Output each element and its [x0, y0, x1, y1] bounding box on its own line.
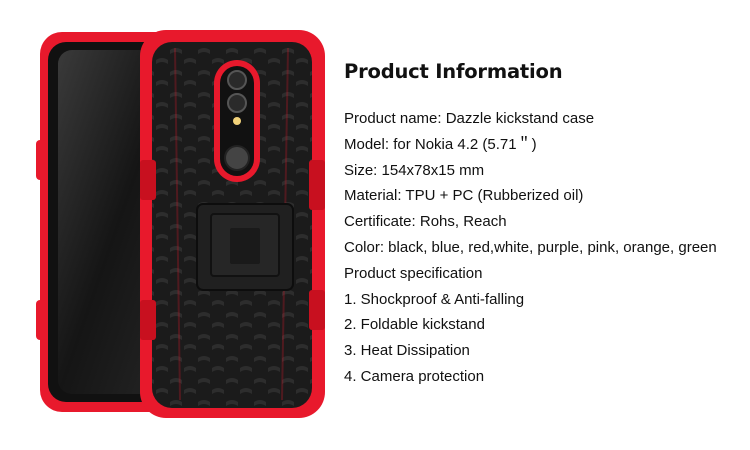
spec-line-specification-heading: Product specification [344, 264, 483, 282]
spec-line-material: Material: TPU + PC (Rubberized oil) [344, 187, 584, 205]
spec-line-kickstand: 2. Foldable kickstand [344, 316, 485, 334]
spec-line-model: Model: for Nokia 4.2 (5.71＂) [344, 135, 537, 153]
product-photo [0, 0, 340, 450]
case-back [140, 30, 325, 418]
spec-line-camera-protection: 4. Camera protection [344, 367, 485, 385]
spec-line-heat-dissipation: 3. Heat Dissipation [344, 342, 470, 360]
spec-line-product-name: Product name: Dazzle kickstand case [344, 110, 595, 127]
product-info-panel: Product Information Product name: Dazzle… [344, 58, 744, 390]
product-info-title: Product Information [344, 60, 563, 83]
spec-line-size: Size: 154x78x15 mm [344, 161, 485, 179]
spec-line-color: Color: black, blue, red,white, purple, p… [344, 238, 717, 256]
spec-line-certificate: Certificate: Rohs, Reach [344, 213, 507, 231]
spec-list: Product name: Dazzle kickstand case Mode… [344, 106, 744, 390]
spec-line-shockproof: 1. Shockproof & Anti-falling [344, 290, 525, 308]
